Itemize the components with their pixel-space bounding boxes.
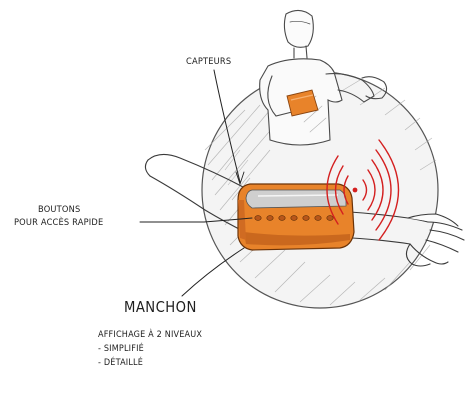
- label-acces-rapide: POUR ACCÈS RAPIDE: [14, 218, 104, 228]
- label-affichage: AFFICHAGE À 2 NIVEAUX: [98, 330, 203, 340]
- label-boutons: BOUTONS: [38, 205, 81, 215]
- forearm-sketch: [144, 153, 465, 267]
- quick-access-buttons: [254, 215, 334, 221]
- label-capteurs: CAPTEURS: [186, 57, 232, 67]
- pointer-lines: [139, 69, 253, 297]
- label-detaille: - DÉTAILLÉ: [98, 358, 144, 368]
- sensor-signal-waves: [326, 139, 400, 241]
- sleeve-device: [237, 183, 355, 251]
- label-simplifie: - SIMPLIFIÉ: [98, 344, 144, 354]
- mini-sleeve: [286, 89, 319, 117]
- label-manchon: MANCHON: [124, 298, 197, 316]
